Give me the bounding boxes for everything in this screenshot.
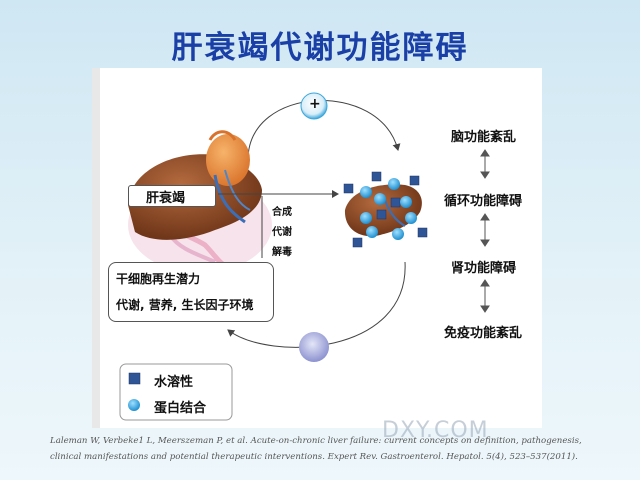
watermark: DXY.COM [382, 418, 489, 443]
liver-failure-label: 肝衰竭 [146, 191, 186, 206]
water-soluble-toxins [343, 171, 428, 248]
organ-kidney: 肾功能障碍 [451, 261, 517, 276]
bottom-cycle-arc [227, 261, 406, 348]
legend-square-icon [128, 372, 141, 385]
stem-cell-line1: 干细胞再生潜力 [116, 272, 201, 286]
process-metabolism: 代谢 [272, 227, 292, 238]
citation: Laleman W, Verbeke1 L, Meerszeman P, et … [50, 433, 630, 465]
stem-cell-box [108, 262, 274, 322]
legend-protein-bound: 蛋白结合 [154, 401, 207, 416]
bottom-circle [299, 332, 329, 362]
organ-arrows [480, 149, 490, 313]
liver-failure-box [128, 185, 216, 207]
organ-immune: 免疫功能紊乱 [444, 326, 523, 341]
process-synthesis: 合成 [272, 207, 292, 218]
plus-symbol: + [309, 96, 321, 112]
organ-brain: 脑功能紊乱 [451, 130, 517, 145]
legend-circle-icon [128, 399, 140, 411]
legend-box [119, 363, 233, 421]
process-detox: 解毒 [272, 247, 292, 258]
citation-line1: Laleman W, Verbeke1 L, Meerszeman P, et … [50, 436, 582, 446]
panel-shade [92, 68, 100, 428]
plus-circle [300, 92, 328, 120]
protein-bound-toxins [360, 178, 417, 240]
legend-water-soluble: 水溶性 [154, 375, 194, 390]
organ-circulation: 循环功能障碍 [444, 194, 523, 209]
page-title: 肝衰竭代谢功能障碍 [171, 30, 469, 66]
stem-cell-line2: 代谢, 营养, 生长因子环境 [116, 298, 254, 312]
citation-line2: clinical manifestations and potential th… [50, 452, 578, 462]
